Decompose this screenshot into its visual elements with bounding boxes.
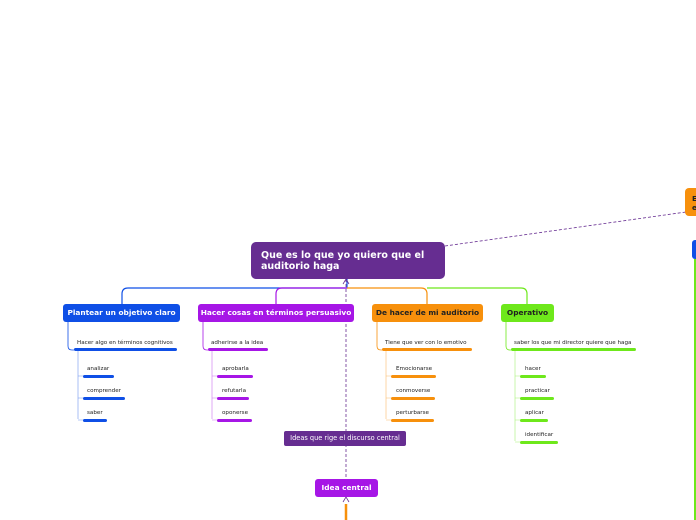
subtopic-label: saber los que mi director quiere que hag…	[514, 340, 632, 346]
partial-node-label: E e	[692, 194, 696, 212]
partial-node-blue[interactable]	[692, 240, 696, 259]
arrowhead-root	[342, 278, 350, 285]
tree-line-b4-sub	[505, 322, 511, 351]
subtopic-underline	[382, 348, 472, 351]
floating-topic-label: Ideas que rige el discurso central	[290, 434, 400, 442]
leaf-label: aprobarla	[222, 366, 249, 372]
leaf-b4-3[interactable]: aplicar	[525, 410, 544, 417]
floating-topic-ideas[interactable]: Ideas que rige el discurso central	[284, 431, 406, 446]
subtopic-underline	[208, 348, 268, 351]
leaf-label: oponerse	[222, 410, 249, 416]
leaf-b2-2[interactable]: refutarla	[222, 388, 246, 395]
leaf-underline	[83, 397, 125, 400]
branch-plantear-objetivo[interactable]: Plantear un objetivo claro	[63, 304, 180, 322]
branch-label: Plantear un objetivo claro	[67, 308, 176, 317]
connector-root-branch-3	[347, 287, 428, 304]
leaf-underline	[217, 419, 252, 422]
subtopic-b3[interactable]: Tiene que ver con lo emotivo	[385, 340, 467, 347]
leaf-b4-1[interactable]: hacer	[525, 366, 541, 373]
branch-label: De hacer de mi auditorio	[375, 308, 480, 317]
leaf-underline	[520, 397, 554, 400]
leaf-underline	[83, 375, 114, 378]
leaf-underline	[217, 375, 253, 378]
tree-line-b3-items	[385, 350, 391, 421]
leaf-underline	[391, 419, 434, 422]
leaf-b4-4[interactable]: identificar	[525, 432, 553, 439]
leaf-label: saber	[87, 410, 103, 416]
tree-line-b4-items	[514, 350, 520, 443]
leaf-label: analizar	[87, 366, 110, 372]
connector-root-branch-1	[121, 279, 348, 304]
root-topic[interactable]: Que es lo que yo quiero que el auditorio…	[251, 242, 445, 279]
subtopic-b2[interactable]: adherirse a la idea	[211, 340, 263, 347]
subtopic-b1[interactable]: Hacer algo en términos cognitivos	[77, 340, 173, 347]
subtopic-label: adherirse a la idea	[211, 340, 264, 346]
branch-operativo[interactable]: Operativo	[501, 304, 554, 322]
connector-root-branch-4	[427, 287, 528, 304]
tree-line-b1-sub	[67, 322, 74, 351]
leaf-b3-1[interactable]: Emocionarse	[396, 366, 432, 373]
leaf-underline	[520, 441, 558, 444]
branch-hacer-auditorio[interactable]: De hacer de mi auditorio	[372, 304, 483, 322]
connector-root-branch-2	[275, 287, 347, 304]
central-idea-topic[interactable]: Idea central	[315, 479, 378, 497]
leaf-underline	[217, 397, 249, 400]
subtopic-underline	[511, 348, 636, 351]
tree-line-b3-sub	[376, 322, 382, 351]
leaf-label: identificar	[525, 432, 554, 438]
leaf-label: hacer	[525, 366, 541, 372]
leaf-b3-2[interactable]: conmoverse	[396, 388, 430, 395]
leaf-label: aplicar	[525, 410, 544, 416]
leaf-underline	[83, 419, 107, 422]
dashed-link-root-to-edge	[444, 211, 687, 247]
tree-line-b2-sub	[202, 322, 208, 351]
leaf-underline	[391, 375, 436, 378]
subtopic-b4[interactable]: saber los que mi director quiere que hag…	[514, 340, 631, 347]
tree-line-b2-items	[211, 350, 217, 421]
leaf-b2-3[interactable]: oponerse	[222, 410, 248, 417]
subtopic-underline	[74, 348, 177, 351]
leaf-b1-1[interactable]: analizar	[87, 366, 109, 373]
leaf-b4-2[interactable]: practicar	[525, 388, 550, 395]
leaf-label: refutarla	[222, 388, 247, 394]
root-topic-label: Que es lo que yo quiero que el auditorio…	[261, 250, 425, 272]
leaf-underline	[520, 419, 548, 422]
tree-line-b1-items	[77, 350, 83, 421]
central-idea-label: Idea central	[321, 483, 372, 492]
branch-label: Operativo	[506, 308, 549, 317]
leaf-underline	[391, 397, 435, 400]
branch-hacer-cosas-persuasivo[interactable]: Hacer cosas en términos persuasivo	[198, 304, 354, 322]
subtopic-label: Hacer algo en términos cognitivos	[77, 340, 173, 346]
leaf-b1-3[interactable]: saber	[87, 410, 103, 417]
leaf-label: comprender	[87, 388, 121, 394]
partial-node-orange[interactable]: E e	[685, 188, 696, 216]
leaf-label: practicar	[525, 388, 550, 394]
arrowhead-central	[342, 496, 350, 503]
partial-edge-line	[694, 259, 696, 520]
leaf-label: perturbarse	[396, 410, 429, 416]
leaf-label: conmoverse	[396, 388, 431, 394]
leaf-b1-2[interactable]: comprender	[87, 388, 121, 395]
subtopic-label: Tiene que ver con lo emotivo	[385, 340, 467, 346]
leaf-b3-3[interactable]: perturbarse	[396, 410, 429, 417]
leaf-b2-1[interactable]: aprobarla	[222, 366, 249, 373]
leaf-underline	[520, 375, 546, 378]
leaf-label: Emocionarse	[396, 366, 433, 372]
branch-label: Hacer cosas en términos persuasivo	[200, 308, 352, 317]
